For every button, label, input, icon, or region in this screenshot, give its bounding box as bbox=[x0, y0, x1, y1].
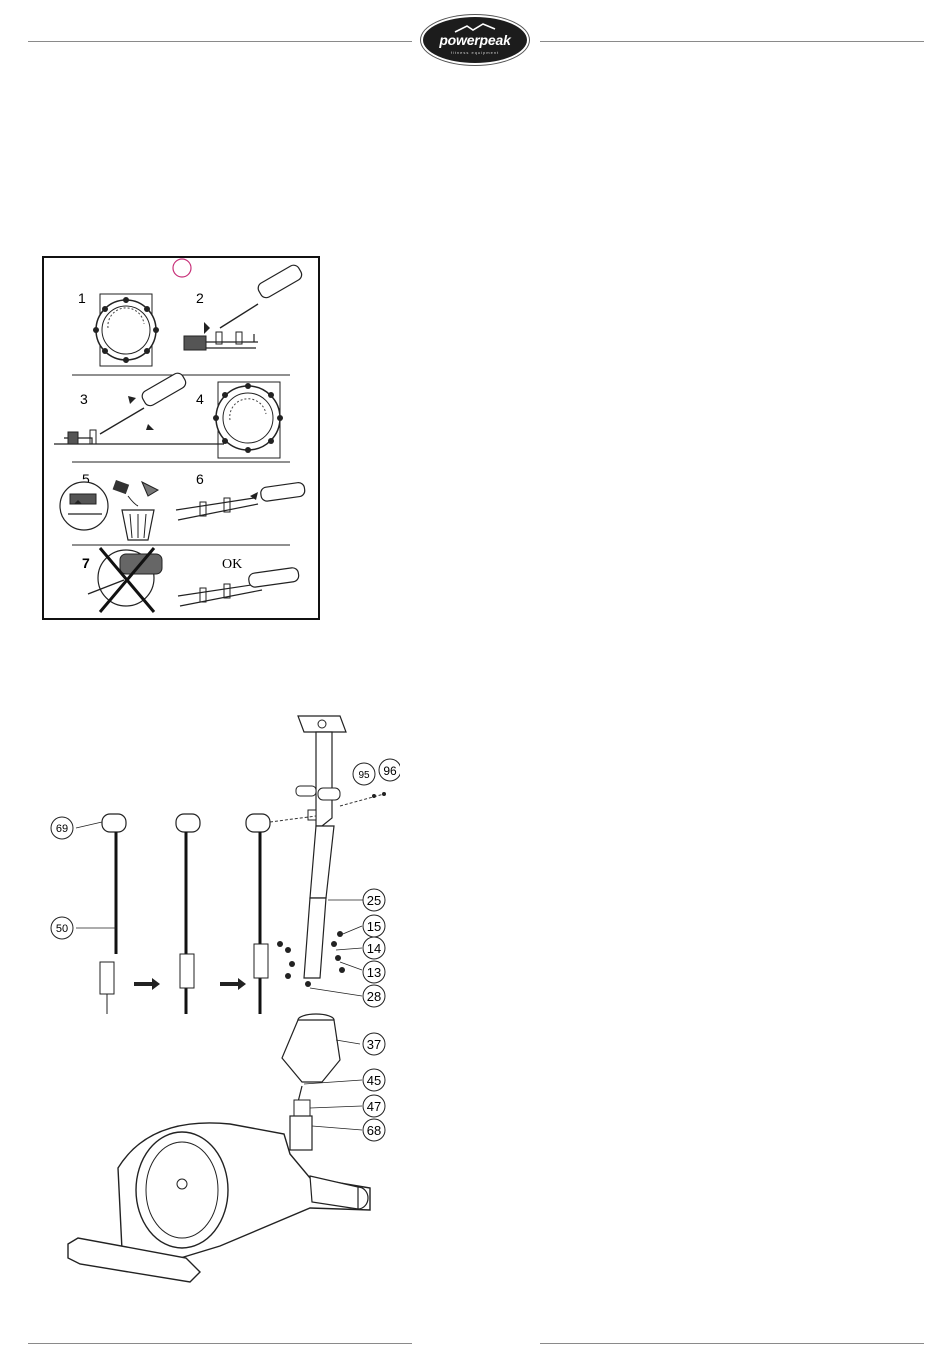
elliptical-base-frame bbox=[68, 1123, 370, 1282]
step-3-pull bbox=[54, 371, 224, 444]
part-callout-15: 15 bbox=[363, 915, 385, 937]
svg-text:28: 28 bbox=[367, 989, 381, 1004]
battery-instruction-panel: 1 2 3 4 5 6 7 OK bbox=[42, 256, 320, 620]
part-callout-47: 47 bbox=[363, 1095, 385, 1117]
header-rule-right bbox=[540, 41, 924, 42]
step-7-wrong bbox=[88, 548, 162, 612]
header-rule-left bbox=[28, 41, 412, 42]
svg-text:95: 95 bbox=[358, 770, 370, 781]
logo-text: powerpeak bbox=[423, 32, 527, 48]
part-callout-25: 25 bbox=[363, 889, 385, 911]
part-callout-96: 96 bbox=[379, 759, 400, 781]
ok-correct bbox=[178, 567, 299, 606]
step-number-6: 6 bbox=[196, 471, 204, 487]
battery-instruction-illustration: 1 2 3 4 5 6 7 OK bbox=[44, 258, 322, 622]
handlebar-cable-stage-2 bbox=[176, 814, 200, 1014]
step-number-1: 1 bbox=[78, 290, 86, 306]
arrow-right-icon bbox=[134, 978, 160, 990]
step-5-dispose bbox=[60, 480, 158, 540]
svg-text:25: 25 bbox=[367, 893, 381, 908]
svg-text:13: 13 bbox=[367, 965, 381, 980]
svg-text:15: 15 bbox=[367, 919, 381, 934]
step-1-dial bbox=[93, 294, 159, 366]
step-number-2: 2 bbox=[196, 290, 204, 306]
logo-subtext: fitness equipment bbox=[423, 50, 527, 55]
step-6-insert bbox=[176, 482, 306, 520]
part-callout-14: 14 bbox=[363, 937, 385, 959]
svg-text:96: 96 bbox=[383, 764, 397, 778]
svg-text:37: 37 bbox=[367, 1037, 381, 1052]
svg-text:14: 14 bbox=[367, 941, 381, 956]
footer-rule-left bbox=[28, 1343, 412, 1344]
powerpeak-logo: powerpeak fitness equipment bbox=[423, 17, 527, 63]
ok-label: OK bbox=[222, 557, 242, 572]
svg-text:47: 47 bbox=[367, 1099, 381, 1114]
step-4-dial bbox=[213, 382, 283, 458]
upright-cover bbox=[282, 1014, 340, 1082]
part-callout-50: 50 bbox=[51, 917, 73, 939]
footer-rule-right bbox=[540, 1343, 924, 1344]
handlebar-cable-stage-1 bbox=[100, 814, 126, 1014]
step-number-7: 7 bbox=[82, 555, 90, 571]
part-callout-68: 68 bbox=[363, 1119, 385, 1141]
part-callout-13: 13 bbox=[363, 961, 385, 983]
svg-text:68: 68 bbox=[367, 1123, 381, 1138]
part-callout-69: 69 bbox=[51, 817, 73, 839]
part-callout-37: 37 bbox=[363, 1033, 385, 1055]
step-number-3: 3 bbox=[80, 391, 88, 407]
step-2-screwdriver bbox=[184, 263, 304, 350]
console-mount-plate bbox=[298, 716, 346, 732]
exploded-assembly-diagram: 69 50 95 96 25 15 14 13 28 37 45 47 bbox=[40, 698, 400, 1308]
arrow-right-icon bbox=[220, 978, 246, 990]
part-callout-28: 28 bbox=[363, 985, 385, 1007]
svg-text:45: 45 bbox=[367, 1073, 381, 1088]
svg-text:69: 69 bbox=[56, 823, 68, 835]
part-callout-45: 45 bbox=[363, 1069, 385, 1091]
marker-circle bbox=[173, 259, 191, 277]
step-number-4: 4 bbox=[196, 391, 204, 407]
svg-text:50: 50 bbox=[56, 923, 68, 935]
part-callout-95: 95 bbox=[353, 763, 375, 785]
